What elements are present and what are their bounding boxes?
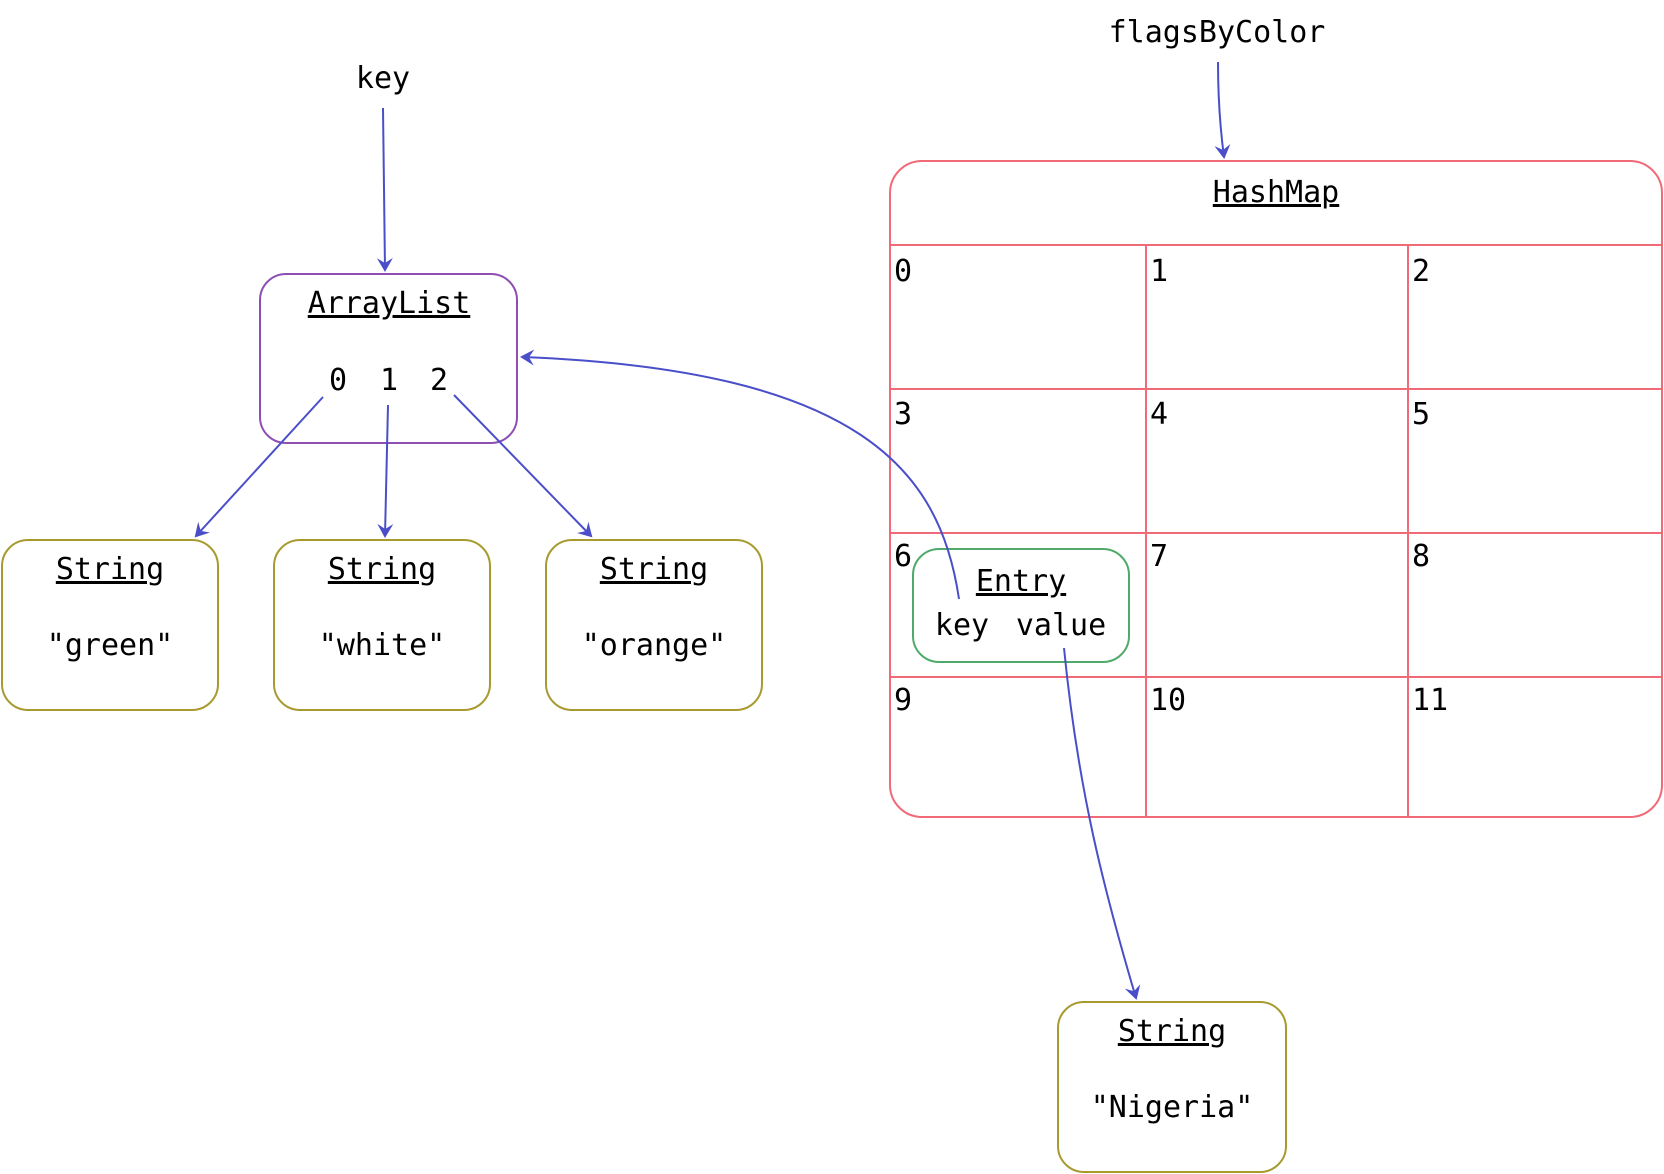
bucket-7-label: 7 [1150,539,1168,574]
entry-title: Entry [976,564,1066,599]
arrow-flagsbycolor-to-hashmap [1214,61,1231,159]
bucket-6-label: 6 [894,539,912,574]
arrow-entry-value-to-nigeria [1063,647,1141,1000]
entry-key-label: key [935,608,989,643]
bucket-11-label: 11 [1412,683,1448,718]
string-nigeria-title: String [1118,1014,1226,1049]
variable-flagsbycolor-label: flagsByColor [1109,15,1326,50]
arraylist-index-2: 2 [430,363,448,398]
arraylist-box [259,273,518,444]
string-box-white [273,539,491,711]
arraylist-index-1: 1 [380,363,398,398]
hashmap: HashMap 0 1 2 3 4 5 6 7 8 9 10 11 [889,160,1663,818]
arraylist-index-0: 0 [329,363,347,398]
bucket-4-label: 4 [1150,397,1168,432]
arraylist-title: ArrayList [308,286,471,321]
string-white-value: "white" [319,628,445,663]
entry-box [912,548,1130,663]
string-white-title: String [328,552,436,587]
bucket-5-label: 5 [1412,397,1430,432]
arrow-entry-key-to-arraylist [520,349,960,600]
bucket-0-label: 0 [894,254,912,289]
string-orange-title: String [600,552,708,587]
bucket-3-label: 3 [894,397,912,432]
arrow-index2-to-orange [453,394,593,538]
arrow-index1-to-white [377,404,394,538]
bucket-10-label: 10 [1150,683,1186,718]
string-box-green [1,539,219,711]
arrow-key-to-arraylist [376,107,393,272]
entry-value-label: value [1016,608,1106,643]
string-orange-value: "orange" [582,628,727,663]
hashmap-title: HashMap [1213,175,1339,210]
string-box-nigeria [1057,1001,1287,1173]
string-green-value: "green" [47,628,173,663]
string-nigeria-value: "Nigeria" [1091,1090,1254,1125]
string-green-title: String [56,552,164,587]
arrow-index0-to-green [194,396,324,538]
variable-key-label: key [356,61,410,96]
bucket-1-label: 1 [1150,254,1168,289]
bucket-8-label: 8 [1412,539,1430,574]
hashmap-box [889,160,1663,818]
bucket-2-label: 2 [1412,254,1430,289]
bucket-9-label: 9 [894,683,912,718]
string-box-orange [545,539,763,711]
